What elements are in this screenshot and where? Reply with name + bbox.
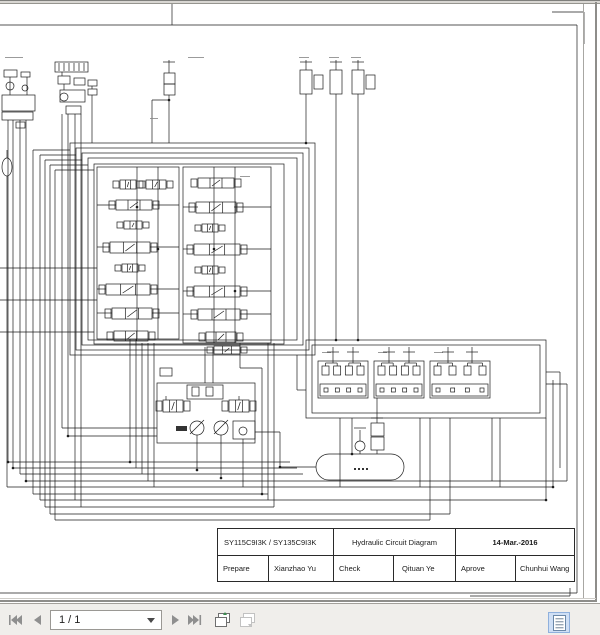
hydraulic-circuit-diagram	[0, 4, 585, 597]
window-top-edge	[0, 0, 600, 4]
document-panel-button[interactable]	[548, 612, 570, 633]
check-label: Check	[333, 555, 393, 581]
prepare-label: Prepare	[217, 555, 268, 581]
check-name: Qituan Ye	[393, 555, 455, 581]
next-view-button[interactable]	[237, 610, 259, 630]
page-bottom-edge	[0, 598, 596, 599]
model-numbers: SY115C9I3K / SY135C9I3K	[217, 528, 333, 555]
previous-view-icon	[214, 612, 230, 627]
last-page-icon	[188, 615, 202, 625]
page-indicator: 1 / 1	[59, 614, 81, 626]
previous-view-button[interactable]	[212, 610, 234, 630]
drawing-title: Hydraulic Circuit Diagram	[333, 528, 455, 555]
document-list-icon	[552, 614, 566, 631]
first-page-icon	[9, 615, 22, 625]
window-bottom-border	[0, 600, 597, 602]
page-number-input[interactable]: 1 / 1	[50, 610, 162, 630]
drawing-title-block: SY115C9I3K / SY135C9I3K Hydraulic Circui…	[217, 528, 575, 582]
next-page-icon	[172, 615, 179, 625]
previous-page-button[interactable]	[29, 610, 47, 630]
last-page-button[interactable]	[186, 610, 204, 630]
next-page-button[interactable]	[166, 610, 184, 630]
approve-name: Chunhui Wang	[515, 555, 575, 581]
drawing-date: 14-Mar.-2016	[455, 528, 575, 555]
chevron-down-icon[interactable]	[147, 617, 155, 623]
approve-label: Aprove	[455, 555, 515, 581]
first-page-button[interactable]	[6, 610, 24, 630]
page-navigation-toolbar: 1 / 1	[0, 603, 600, 635]
next-view-icon	[239, 613, 255, 627]
window-right-border	[595, 2, 597, 601]
pdf-page: SY115C9I3K / SY135C9I3K Hydraulic Circui…	[0, 4, 597, 601]
prepare-name: Xianzhao Yu	[268, 555, 333, 581]
previous-page-icon	[34, 615, 41, 625]
page-right-edge	[583, 4, 584, 599]
